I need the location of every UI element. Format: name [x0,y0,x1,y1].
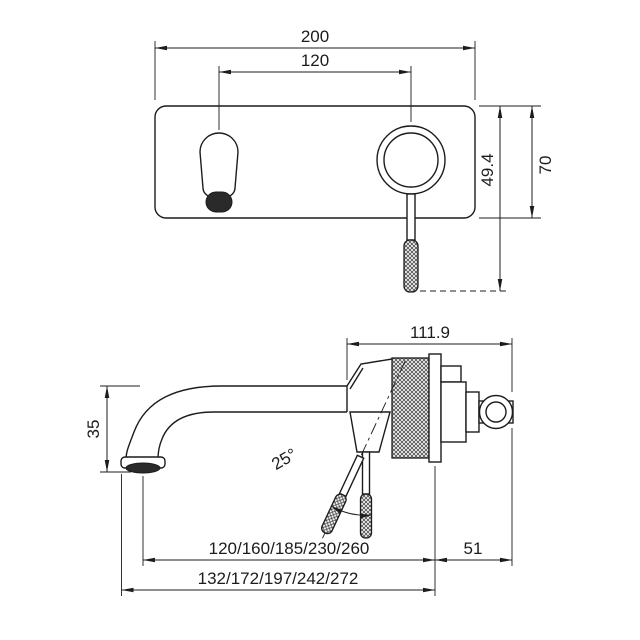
dim-angle-label: 25° [268,445,300,474]
body-transition [346,358,393,412]
spout-outer-edge [125,385,347,460]
spout-inner-edge [157,411,347,460]
dim-total-label: 132/172/197/242/272 [198,569,359,588]
wall-body-main [440,381,467,443]
wall-body-step [465,391,480,433]
inlet-fitting-inner [485,401,507,423]
handle-lever-knurl-front [403,239,419,293]
dim-handle-drop-label: 49.4 [478,153,497,186]
dim-plate-width-label: 200 [301,27,329,46]
body-knurl-band [391,357,430,459]
wall-bracket-top [440,365,462,383]
dim-wall-depth-label: 51 [464,539,483,558]
dim-reach-label: 120/160/185/230/260 [209,539,370,558]
front-view: 200 120 49.4 70 [154,27,555,293]
handle-lever-stem-front [406,193,416,241]
spout-aerator-side [125,462,161,474]
body-stem [349,411,391,453]
dim-plate-height-label: 70 [536,156,555,175]
handle-lever-knurl-tilted [321,493,347,535]
handle-lever-knurl-vertical [359,493,373,539]
dim-centres-label: 120 [301,51,329,70]
dim-angle-arc [330,505,373,519]
handle-ring-inner [383,132,439,188]
dim-depth-label: 111.9 [410,323,450,342]
faceplate-side [428,353,442,463]
side-view: 25° 111.9 35 120/160/185/230/260 51 132/… [84,323,514,596]
spout-front [199,132,239,200]
handle-lever-stem-tilted [338,454,365,498]
spout-aerator-front [205,191,233,213]
dim-drop-label: 35 [84,420,103,439]
body-facet-line [349,367,364,390]
